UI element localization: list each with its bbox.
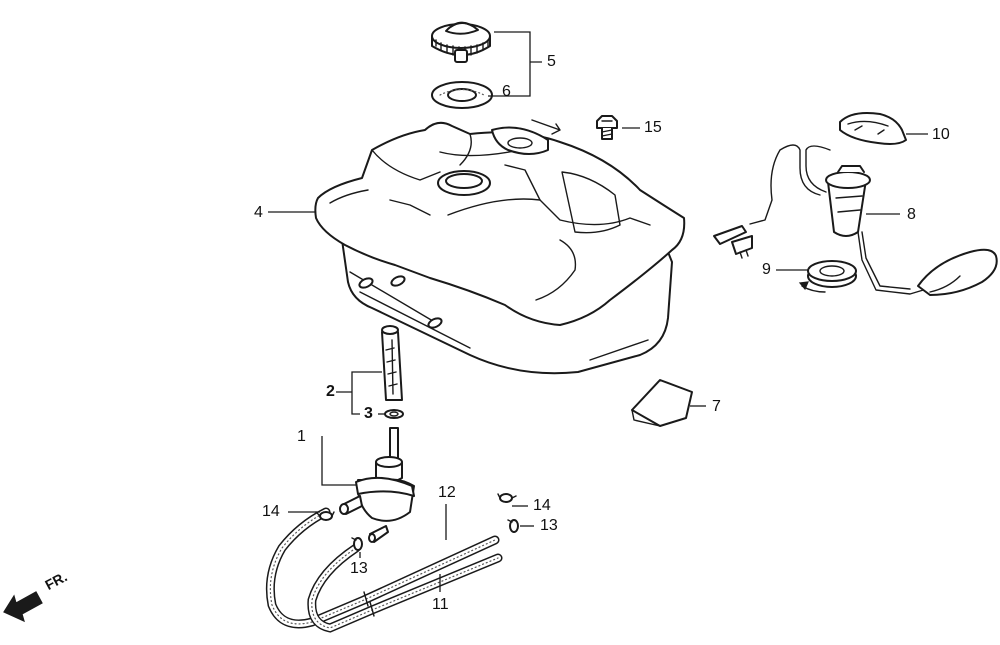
caution-label bbox=[631, 379, 693, 427]
callout-2: 2 bbox=[326, 383, 335, 400]
callout-7: 7 bbox=[712, 398, 721, 415]
fuel-hose bbox=[265, 507, 500, 629]
set-plate bbox=[839, 112, 907, 145]
callout-11: 11 bbox=[432, 596, 449, 613]
callout-4: 4 bbox=[254, 204, 263, 221]
callout-13-left: 13 bbox=[350, 560, 368, 577]
clip-14-left bbox=[315, 511, 335, 521]
callout-5: 5 bbox=[547, 53, 556, 70]
packing-ring bbox=[798, 260, 857, 293]
clip-14-right bbox=[497, 493, 517, 503]
fuel-unit bbox=[713, 144, 998, 296]
callout-8: 8 bbox=[907, 206, 916, 223]
callout-10: 10 bbox=[932, 126, 950, 143]
o-ring bbox=[384, 409, 404, 419]
fuel-tank bbox=[314, 119, 686, 375]
callout-14-right: 14 bbox=[533, 497, 551, 514]
callout-14-left: 14 bbox=[262, 503, 280, 520]
callout-12: 12 bbox=[438, 484, 456, 501]
cap-gasket bbox=[431, 81, 493, 109]
callout-15: 15 bbox=[644, 119, 662, 136]
fuel-strainer bbox=[381, 325, 403, 401]
clip-13-left bbox=[351, 537, 363, 551]
callout-9: 9 bbox=[762, 261, 771, 278]
fuel-valve bbox=[339, 427, 415, 543]
leader-lines bbox=[268, 31, 928, 592]
fuel-cap bbox=[431, 21, 491, 63]
vacuum-hose bbox=[307, 543, 503, 633]
front-direction-arrow-icon bbox=[3, 591, 43, 623]
callout-13-right: 13 bbox=[540, 517, 558, 534]
callout-6: 6 bbox=[502, 83, 511, 100]
callout-1: 1 bbox=[297, 428, 306, 445]
bolt bbox=[596, 115, 618, 140]
clip-13-right bbox=[507, 519, 519, 533]
callout-3: 3 bbox=[364, 405, 373, 422]
